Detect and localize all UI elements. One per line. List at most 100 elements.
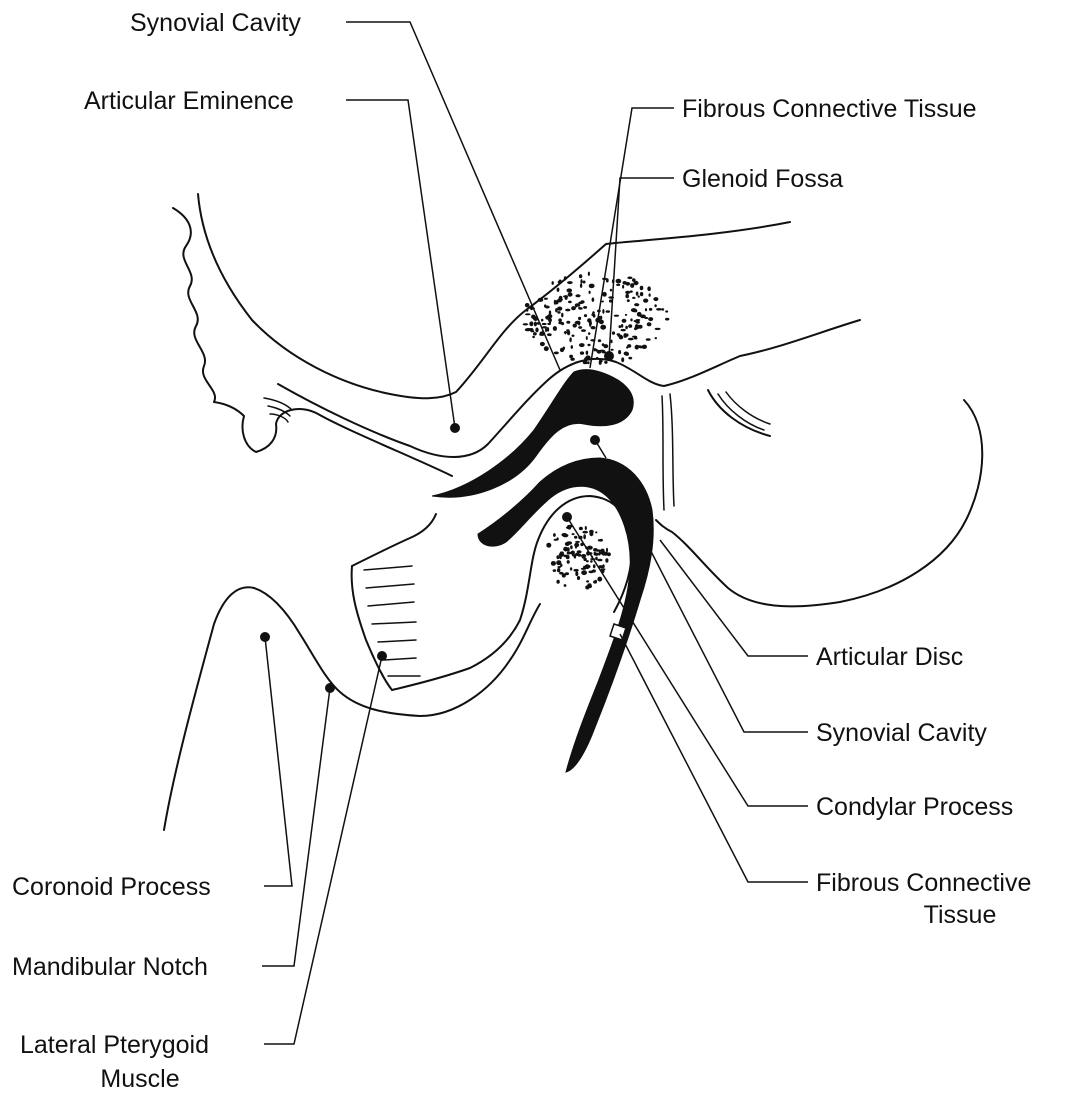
stipple-dot — [540, 342, 545, 346]
stipple-dot — [619, 325, 622, 328]
stipple-dot — [585, 526, 587, 530]
leader-articular-disc — [660, 540, 808, 656]
stipple-dot — [547, 314, 552, 318]
stipple-dot — [665, 310, 668, 312]
posterior-vertical-lines — [662, 394, 674, 510]
stipple-dot — [588, 565, 590, 568]
stipple-dot — [646, 338, 651, 341]
label-lateral-pterygoid-muscle-line2: Muscle — [100, 1065, 179, 1093]
label-fibrous-connective-tissue-right-line2: Tissue — [924, 901, 997, 929]
lateral-pterygoid-fibers — [352, 514, 436, 566]
stipple-dot — [625, 282, 630, 286]
stipple-dot — [525, 313, 531, 315]
stipple-dot — [570, 567, 572, 570]
stipple-dot — [567, 288, 573, 292]
stipple-dot — [625, 326, 628, 330]
stipple-dot — [567, 281, 573, 284]
stipple-dot — [557, 311, 560, 314]
stipple-dot — [627, 299, 630, 302]
stipple-dot — [604, 361, 607, 364]
stipple-dot — [628, 324, 632, 328]
stipple-dot — [579, 274, 582, 278]
stipple-dot — [557, 566, 561, 568]
stipple-dot — [566, 555, 570, 559]
stipple-dot — [558, 318, 562, 322]
stipple-dot — [635, 345, 639, 350]
stipple-dot — [586, 336, 588, 340]
stipple-dot — [591, 326, 596, 329]
squamous-suture-line — [173, 208, 452, 476]
label-articular-eminence: Articular Eminence — [84, 87, 294, 115]
stipple-dot — [587, 585, 592, 588]
stipple-dot — [623, 333, 627, 338]
lateral-pterygoid-outline — [352, 566, 392, 690]
stipple-dot — [583, 566, 586, 569]
stipple-dot — [640, 286, 644, 290]
stipple-dot — [630, 318, 632, 321]
stipple-dot — [547, 327, 549, 332]
stipple-dot — [526, 309, 528, 312]
stipple-dot — [554, 352, 559, 355]
label-coronoid-process: Coronoid Process — [12, 873, 211, 901]
stipple-dot — [531, 330, 535, 332]
stipple-dot — [553, 533, 556, 537]
stipple-dot — [567, 560, 570, 564]
stipple-dot — [599, 350, 605, 352]
temporal-inner-curve — [198, 194, 790, 398]
stipple-dot — [599, 320, 604, 325]
label-mandibular-notch: Mandibular Notch — [12, 953, 208, 981]
stipple-dot — [561, 322, 564, 325]
stipple-dot — [554, 300, 556, 305]
stipple-dot — [566, 541, 572, 544]
stipple-dot — [589, 291, 591, 294]
leader-coronoid-process — [264, 637, 292, 886]
stipple-dot — [595, 580, 597, 584]
stipple-dot — [529, 321, 533, 326]
stipple-dot — [534, 322, 537, 327]
stipple-dot — [568, 292, 573, 296]
stipple-dot — [648, 317, 653, 321]
stipple-dot — [569, 355, 573, 359]
stipple-dot — [616, 284, 620, 286]
stipple-dot — [580, 351, 584, 354]
stipple-dot — [596, 357, 598, 359]
stipple-dot — [605, 558, 608, 562]
stipple-dot — [612, 331, 615, 334]
stipple-dot — [653, 297, 658, 301]
stipple-dot — [564, 534, 568, 537]
muscle-striations — [364, 566, 420, 676]
stipple-dot — [593, 564, 596, 568]
stipple-dot — [578, 307, 580, 310]
stipple-dot — [565, 572, 569, 575]
stipple-dot — [636, 319, 641, 321]
stipple-dot — [598, 339, 601, 342]
stipple-dot — [595, 531, 597, 533]
stipple-dot — [587, 344, 590, 346]
stipple-dot — [589, 284, 595, 289]
stipple-dot — [638, 295, 640, 297]
leader-synovial-cavity-upper-short — [595, 440, 606, 458]
auditory-inner-hatch — [718, 392, 770, 430]
leader-articular-eminence — [346, 100, 455, 428]
stipple-dot — [552, 281, 554, 285]
stipple-dot — [561, 313, 563, 318]
stipple-dot — [575, 541, 580, 543]
stipple-dot — [616, 279, 622, 284]
stipple-dot — [556, 560, 561, 565]
stipple-dot — [602, 564, 604, 568]
stipple-dot — [592, 311, 595, 314]
label-glenoid-fossa: Glenoid Fossa — [682, 165, 843, 193]
stipple-dot — [621, 357, 624, 362]
leader-synovial-cavity-right — [640, 530, 808, 732]
stipple-dot — [665, 318, 669, 321]
stipple-dot — [621, 329, 626, 331]
stipple-dot — [655, 328, 661, 330]
stipple-dot — [649, 293, 651, 296]
stipple-dot — [594, 553, 600, 556]
stipple-dot — [532, 336, 535, 339]
stipple-dot — [654, 304, 656, 307]
stipple-dot — [632, 336, 637, 338]
stipple-dot — [558, 281, 561, 283]
stipple-dot — [580, 284, 582, 288]
